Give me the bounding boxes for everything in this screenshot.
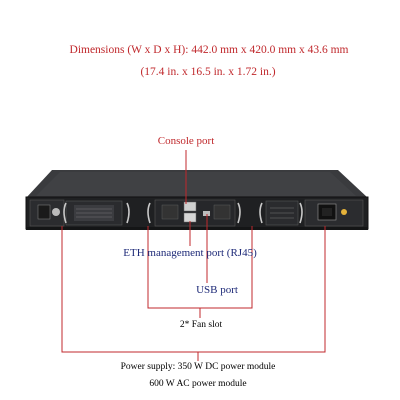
eth-port-label: ETH management port (RJ45) xyxy=(123,247,257,259)
power-leader xyxy=(61,226,326,353)
management-panel xyxy=(154,199,236,227)
console-port-label: Console port xyxy=(157,135,215,147)
power-supply-label-line2: 600 W AC power module xyxy=(149,379,247,389)
handles xyxy=(63,202,303,224)
dimensions-metric: Dimensions (W x D x H): 442.0 mm x 420.0… xyxy=(69,44,349,56)
leader-lines xyxy=(61,150,326,361)
console-port xyxy=(183,201,197,212)
eth-port xyxy=(183,212,197,223)
usb-port xyxy=(203,211,210,216)
power-module-left xyxy=(29,199,65,227)
power-module-right xyxy=(304,199,364,227)
fan-slot-left xyxy=(65,200,123,226)
usb-port-label: USB port xyxy=(196,284,238,296)
dimensions-imperial: (17.4 in. x 16.5 in. x 1.72 in.) xyxy=(140,66,276,78)
power-supply-label-line1: Power supply: 350 W DC power module xyxy=(120,362,276,372)
fan-slot-label: 2* Fan slot xyxy=(179,320,223,330)
fan-slot-right xyxy=(265,200,299,226)
